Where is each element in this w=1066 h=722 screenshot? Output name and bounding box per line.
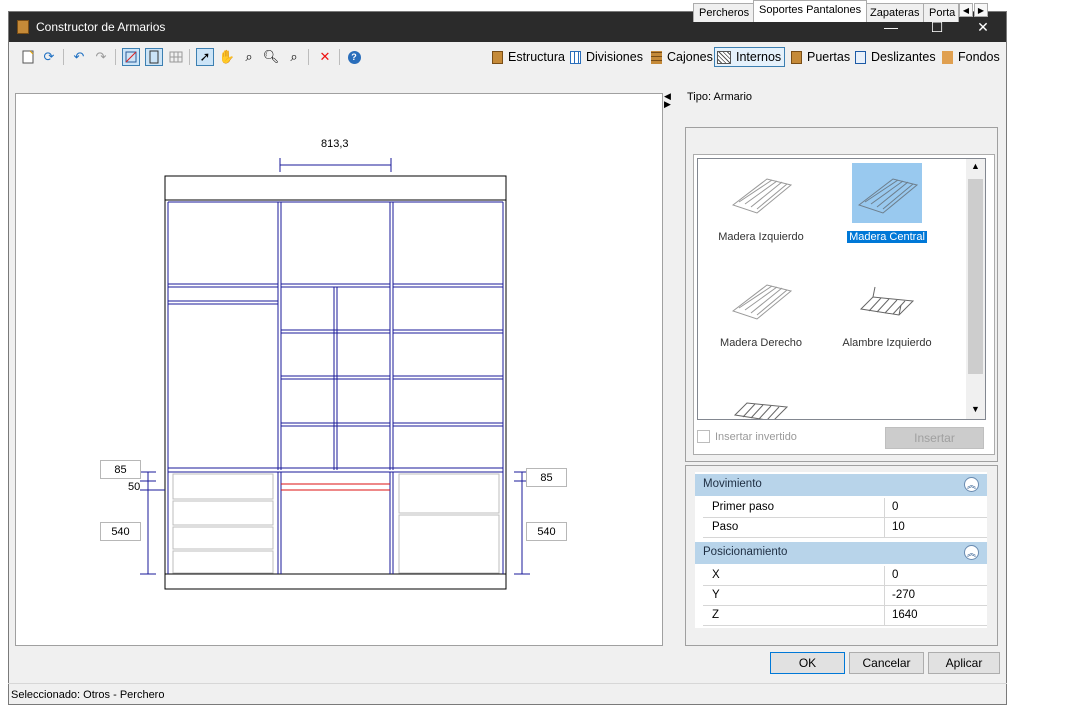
tab-zapateras[interactable]: Zapateras (864, 3, 926, 22)
window-title: Constructor de Armarios (36, 20, 166, 34)
list-item[interactable] (702, 375, 820, 419)
status-bar: Seleccionado: Otros - Perchero (8, 683, 1007, 705)
pants-rack-icon (726, 269, 796, 329)
item-label: Alambre Izquierdo (842, 337, 932, 349)
delete-icon[interactable]: ✕ (319, 49, 331, 64)
item-label: Madera Derecho (720, 337, 802, 349)
puertas-icon (791, 50, 802, 64)
item-label: Madera Central (847, 231, 927, 243)
property-row[interactable]: Y-270 (703, 586, 987, 606)
scroll-thumb[interactable] (968, 179, 983, 374)
checkbox-box (697, 430, 710, 443)
tab-estructura[interactable]: Estructura (490, 47, 568, 67)
close-button[interactable]: ✕ (977, 18, 989, 35)
collapse-icon[interactable]: ︽ (964, 477, 979, 492)
internos-icon (717, 50, 731, 64)
fondos-icon (942, 50, 953, 64)
view-lines-icon[interactable] (122, 48, 140, 66)
collapse-arrows-icon[interactable]: ◀▶ (664, 91, 671, 109)
right-dim-85[interactable]: 85 (526, 468, 567, 487)
pan-icon[interactable]: ✋ (218, 49, 236, 64)
tab-scroll-right-icon[interactable]: ▶ (974, 3, 988, 17)
collapse-icon[interactable]: ︽ (964, 545, 979, 560)
list-item[interactable]: Alambre Izquierdo (828, 269, 946, 349)
apply-button[interactable]: Aplicar (928, 652, 1000, 674)
ok-button[interactable]: OK (770, 652, 845, 674)
left-dim-540[interactable]: 540 (100, 522, 141, 541)
zoom-out-icon[interactable]: 🔍︎ (262, 49, 280, 64)
app-icon (17, 20, 29, 34)
tab-percheros[interactable]: Percheros (693, 3, 756, 22)
grid-icon[interactable] (167, 48, 185, 66)
tab-divisiones[interactable]: Divisiones (568, 47, 646, 67)
tab-cajones[interactable]: Cajones (649, 47, 716, 67)
left-dim-85[interactable]: 85 (100, 460, 141, 479)
list-item-selected[interactable]: Madera Central (828, 163, 946, 243)
wire-rack-icon (726, 375, 796, 419)
tab-internos[interactable]: Internos (714, 47, 786, 67)
tab-porta[interactable]: Porta ( (923, 3, 959, 22)
refresh-icon[interactable]: ⟳ (43, 49, 55, 64)
insertar-button[interactable]: Insertar (885, 427, 984, 449)
minimize-button[interactable]: — (884, 19, 898, 35)
wardrobe-drawing[interactable] (16, 94, 662, 645)
tab-fondos[interactable]: Fondos (940, 47, 1003, 67)
new-icon[interactable] (19, 48, 37, 66)
category-movimiento[interactable]: Movimiento︽ (695, 474, 987, 496)
list-scrollbar[interactable]: ▲ ▼ (966, 159, 985, 419)
item-label: Madera Izquierdo (718, 231, 804, 243)
pointer-icon[interactable]: ➚ (196, 48, 214, 66)
tab-soportes-pantalones[interactable]: Soportes Pantalones (753, 0, 868, 22)
redo-icon[interactable]: ↷ (95, 49, 107, 64)
pants-rack-icon (852, 163, 922, 223)
right-dim-540[interactable]: 540 (526, 522, 567, 541)
estructura-icon (492, 50, 503, 64)
scroll-up-icon[interactable]: ▲ (971, 161, 980, 171)
cajones-icon (651, 50, 662, 64)
tab-scroll-left-icon[interactable]: ◀ (959, 3, 973, 17)
cancel-button[interactable]: Cancelar (849, 652, 924, 674)
left-dim-50: 50 (128, 481, 141, 493)
status-text: Seleccionado: Otros - Perchero (11, 689, 165, 701)
deslizantes-icon (855, 50, 866, 64)
zoom-window-icon[interactable]: ⌕ (245, 49, 253, 64)
items-list[interactable]: Madera Izquierdo Madera Central Madera D… (697, 158, 986, 420)
tab-puertas[interactable]: Puertas (789, 47, 853, 67)
undo-icon[interactable]: ↶ (73, 49, 85, 64)
list-item[interactable]: Madera Izquierdo (702, 163, 820, 243)
zoom-extents-icon[interactable]: ⌕ (290, 49, 298, 64)
view-frame-icon[interactable] (145, 48, 163, 66)
help-icon[interactable]: ? (345, 48, 363, 66)
pants-rack-icon (726, 163, 796, 223)
tab-deslizantes[interactable]: Deslizantes (853, 47, 939, 67)
maximize-button[interactable]: ☐ (930, 18, 944, 35)
wire-rack-icon (852, 269, 922, 329)
divisiones-icon (570, 50, 581, 64)
tipo-label: Tipo: Armario (687, 91, 753, 103)
list-item[interactable]: Madera Derecho (702, 269, 820, 349)
scroll-down-icon[interactable]: ▼ (971, 404, 980, 414)
width-dimension-label: 813,3 (321, 138, 349, 150)
drawing-canvas[interactable]: 813,3 85 50 540 85 540 (15, 93, 663, 646)
insertar-invertido-checkbox[interactable]: Insertar invertido (697, 430, 797, 443)
category-posicionamiento[interactable]: Posicionamiento︽ (695, 542, 987, 564)
